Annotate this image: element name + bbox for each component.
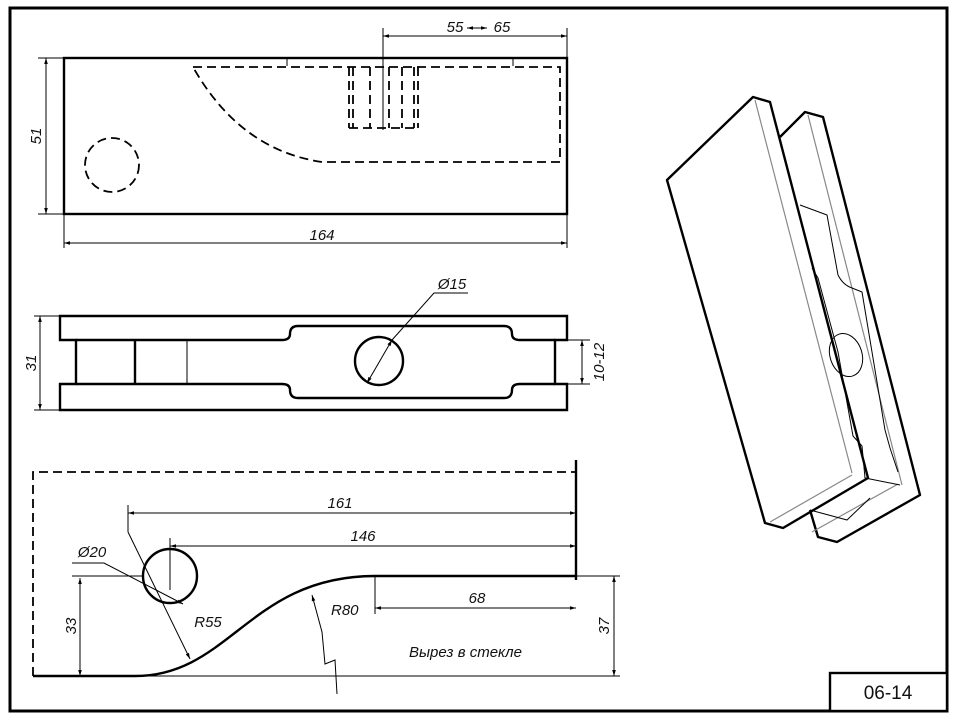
dim-gap-10-12: 10-12 — [591, 342, 608, 381]
iso-hole — [828, 333, 864, 377]
dim-length-164: 164 — [309, 227, 334, 244]
glass-cutout-view: 161 146 Ø20 R55 R80 68 33 37 Вырез в сте… — [32, 460, 620, 695]
hidden-cutout-contour — [192, 66, 561, 163]
dim-r80: R80 — [331, 602, 359, 619]
hidden-hole — [84, 137, 140, 193]
iso-clamp-channel — [799, 204, 901, 521]
dim-slot-min: 55 — [447, 19, 464, 36]
dim-height-31: 31 — [23, 355, 40, 372]
title-block: 06-14 — [828, 671, 949, 713]
cutout-caption: Вырез в стекле — [409, 644, 522, 661]
top-view: 164 51 55 65 — [28, 19, 569, 248]
iso-front-plate — [665, 95, 870, 530]
dim-hole-15: Ø15 — [437, 276, 467, 293]
sheet-number: 06-14 — [864, 683, 913, 704]
isometric-view — [665, 95, 922, 544]
cutout-contour — [33, 574, 576, 678]
dim-146: 146 — [350, 528, 376, 545]
sheet-border — [8, 6, 949, 713]
front-view: Ø15 31 10-12 — [23, 276, 608, 412]
top-view-outline — [62, 56, 569, 216]
dim-width-51: 51 — [28, 128, 45, 145]
dim-37: 37 — [596, 617, 613, 634]
dim-161: 161 — [327, 495, 352, 512]
hidden-slots — [348, 67, 419, 129]
dim-33: 33 — [63, 617, 80, 634]
front-hole — [353, 335, 405, 387]
dim-r55: R55 — [194, 614, 222, 631]
iso-back-plate — [779, 110, 922, 544]
dim-hole-20: Ø20 — [77, 544, 107, 561]
dim-68: 68 — [469, 590, 486, 607]
dim-slot-max: 65 — [494, 19, 511, 36]
